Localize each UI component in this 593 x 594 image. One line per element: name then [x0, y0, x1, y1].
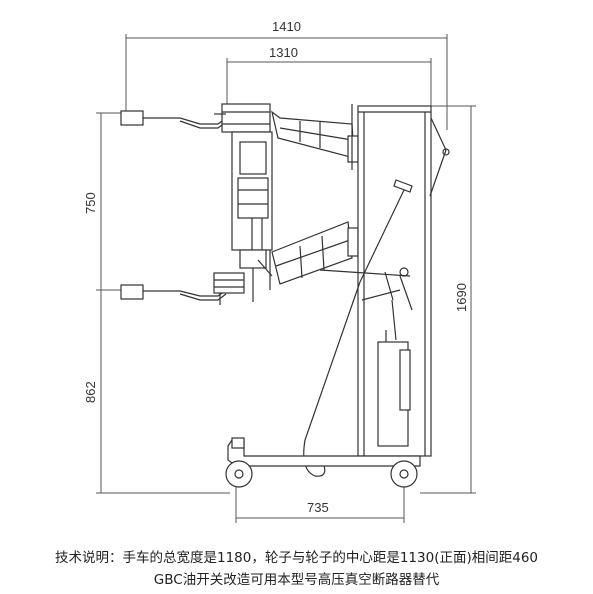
upper-contact-arm — [120, 103, 271, 133]
lower-insulator — [257, 221, 359, 290]
lower-height-label: 862 — [83, 381, 98, 403]
dim-left-vertical — [96, 112, 230, 494]
dim-frame-width — [226, 58, 432, 110]
total-width-label: 1410 — [272, 19, 301, 34]
operating-handle — [359, 117, 450, 283]
total-height-label: 1690 — [454, 283, 469, 312]
lower-contact-arm — [120, 272, 245, 305]
dim-wheel-base — [235, 470, 405, 523]
frame-width-label: 1310 — [269, 45, 298, 60]
rear-wheel — [390, 460, 418, 488]
front-wheel — [225, 460, 253, 488]
dim-total-width — [125, 34, 448, 130]
dim-total-height — [420, 105, 476, 494]
wheel-base-label: 735 — [307, 500, 329, 515]
spring-mechanism — [377, 330, 411, 447]
upper-insulator — [271, 104, 359, 170]
chassis-base — [227, 437, 421, 467]
linkage — [303, 267, 413, 477]
technical-note-line-2: GBC油开关改造可用本型号高压真空断路器替代 — [153, 572, 440, 588]
technical-note-line-1: 技术说明：手车的总宽度是1180，轮子与轮子的中心距是1130(正面)相间距46… — [54, 550, 538, 566]
upper-height-label: 750 — [83, 192, 98, 214]
vacuum-interrupter — [231, 131, 273, 302]
